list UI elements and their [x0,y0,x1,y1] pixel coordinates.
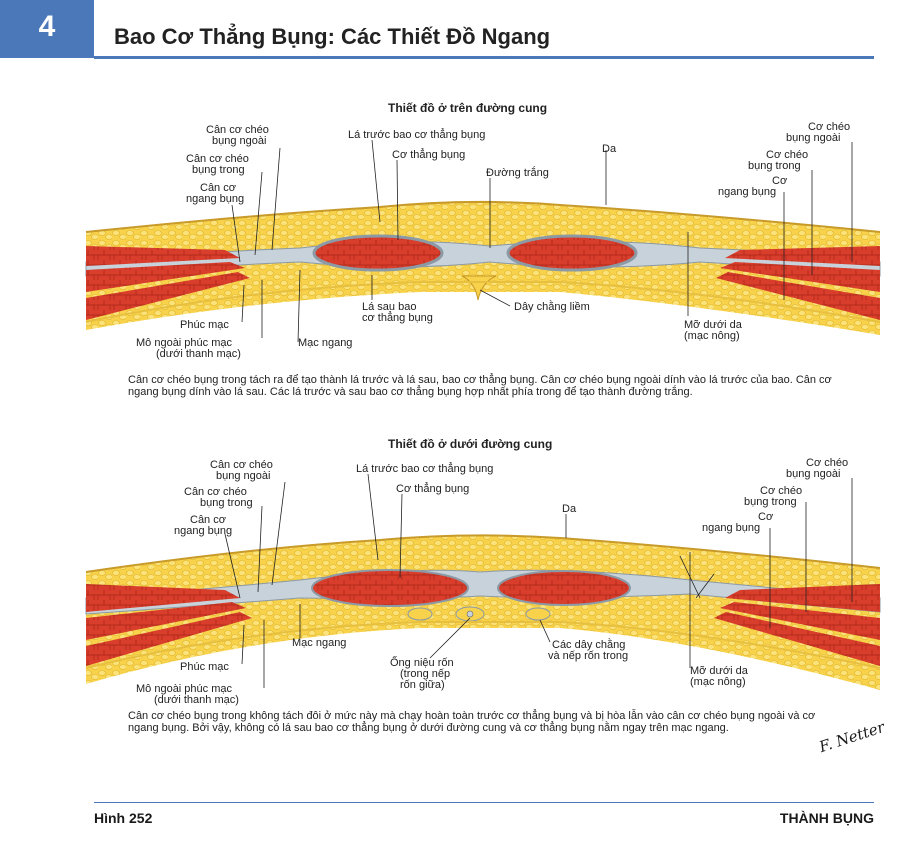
bottom-right-ext-oblique [725,584,880,612]
figure-number: Hình 252 [94,810,153,826]
bottom-label-umbilical-ligs-1: Các dây chằng [552,638,625,651]
top-label-ext-oblique-right-2: bụng ngoài [786,132,840,144]
bottom-label-extraperitoneal-1: Mô ngoài phúc mạc [136,683,232,695]
top-label-extraperitoneal-2: (dưới thanh mạc) [156,348,241,360]
bottom-label-urachus-2: (trong nếp [400,668,450,680]
diagram-top-caption: Cân cơ chéo bụng trong tách ra để tạo th… [128,374,832,398]
bottom-left-ext-oblique [86,584,240,612]
bottom-rectus-left [311,569,469,607]
top-label-transversus-right-1: Cơ [772,175,787,187]
top-label-falciform: Dây chằng liềm [514,300,590,313]
top-label-linea-alba: Đường trắng [486,166,549,179]
bottom-label-int-oblique-apon-2: bụng trong [200,497,253,509]
bottom-left-transversus [86,612,252,666]
bottom-medial-fold-left [407,607,433,621]
top-right-ext-oblique [725,246,880,266]
bottom-right-transversus [714,612,880,666]
bottom-label-extraperitoneal-2: (dưới thanh mạc) [154,694,239,706]
top-label-int-oblique-apon-2: bụng trong [192,164,245,176]
bottom-label-transversalis: Mạc ngang [292,637,346,649]
top-label-transversalis: Mạc ngang [298,337,352,349]
bottom-label-subcutaneous-2: (mạc nông) [690,676,746,688]
top-right-int-oblique [720,262,880,292]
page-title: Bao Cơ Thẳng Bụng: Các Thiết Đồ Ngang [114,24,551,49]
title-rule [94,56,874,59]
diagram-top-drawing: Cân cơ chéo bụng ngoài Cân cơ chéo bụng … [85,121,881,360]
top-right-transversus [716,272,880,320]
top-rectus-right [506,234,638,272]
top-peritoneum [85,281,881,323]
bottom-label-anterior-layer: Lá trước bao cơ thẳng bụng [356,462,493,475]
bottom-label-transversus-apon-2: ngang bụng [174,525,232,537]
chapter-number: 4 [38,10,56,43]
top-skin [85,200,881,233]
bottom-peritoneum [85,621,881,669]
diagram-bottom-caption: Cân cơ chéo bụng trong không tách đôi ở … [128,710,816,734]
top-label-int-oblique-right-2: bụng trong [748,160,801,172]
top-label-int-oblique-apon-1: Cân cơ chéo [186,153,249,165]
bottom-label-umbilical-ligs-2: và nếp rốn trong [548,650,628,662]
top-label-anterior-layer: Lá trước bao cơ thẳng bụng [348,128,485,141]
top-label-ext-oblique-apon-1: Cân cơ chéo [206,124,269,136]
bottom-label-urachus-3: rốn giữa) [400,679,445,691]
top-rectus-left [312,234,444,272]
top-label-ext-oblique-right-1: Cơ chéo [808,121,850,133]
bottom-left-int-oblique [86,602,246,640]
footer-rule [94,802,874,803]
top-left-ext-oblique [86,246,240,266]
top-label-peritoneum: Phúc mạc [180,319,229,331]
bottom-skin [85,534,881,573]
top-label-transversus-right-2: ngang bụng [718,186,776,198]
bottom-rectus-right [497,570,631,606]
bottom-label-ext-oblique-apon-1: Cân cơ chéo [210,459,273,471]
top-label-transversus-apon-1: Cân cơ [200,182,236,194]
bottom-label-transversus-right-2: ngang bụng [702,522,760,534]
top-label-extraperitoneal-1: Mô ngoài phúc mạc [136,337,232,349]
bottom-label-transversus-right-1: Cơ [758,511,773,523]
bottom-label-int-oblique-right-1: Cơ chéo [760,485,802,497]
diagram-bottom-title: Thiết đồ ở dưới đường cung [388,437,553,451]
top-left-transversus [86,272,250,320]
top-label-posterior-layer-2: cơ thẳng bụng [362,311,433,324]
bottom-label-urachus-1: Ống niệu rốn [390,655,454,669]
chapter-badge [0,0,94,58]
top-label-transversus-apon-2: ngang bụng [186,193,244,205]
top-label-int-oblique-right-1: Cơ chéo [766,149,808,161]
bottom-label-subcutaneous-1: Mỡ dưới da [690,665,749,677]
bottom-medial-fold-right [525,607,551,621]
bottom-label-peritoneum: Phúc mạc [180,661,229,673]
bottom-urachus [466,610,474,618]
section-name: THÀNH BỤNG [779,810,874,826]
bottom-label-ext-oblique-apon-2: bụng ngoài [216,470,270,482]
diagram-bottom-drawing: Cân cơ chéo bụng ngoài Cân cơ chéo bụng … [85,457,881,706]
bottom-label-ext-oblique-right-2: bụng ngoài [786,468,840,480]
top-fat-layer [86,201,880,335]
bottom-label-skin: Da [562,503,577,515]
diagram-top-title: Thiết đồ ở trên đường cung [388,101,548,115]
top-label-subcutaneous-2: (mạc nông) [684,330,740,342]
top-label-rectus: Cơ thẳng bụng [392,148,465,161]
bottom-label-ext-oblique-right-1: Cơ chéo [806,457,848,469]
top-label-posterior-layer-1: Lá sau bao [362,301,416,313]
bottom-label-rectus: Cơ thẳng bụng [396,482,469,495]
bottom-label-int-oblique-right-2: bụng trong [744,496,797,508]
top-label-subcutaneous-1: Mỡ dưới da [684,319,743,331]
top-label-ext-oblique-apon-2: bụng ngoài [212,135,266,147]
bottom-label-transversus-apon-1: Cân cơ [190,514,226,526]
bottom-right-int-oblique [720,602,880,640]
top-label-skin: Da [602,143,617,155]
bottom-label-int-oblique-apon-1: Cân cơ chéo [184,486,247,498]
top-left-int-oblique [86,262,245,292]
